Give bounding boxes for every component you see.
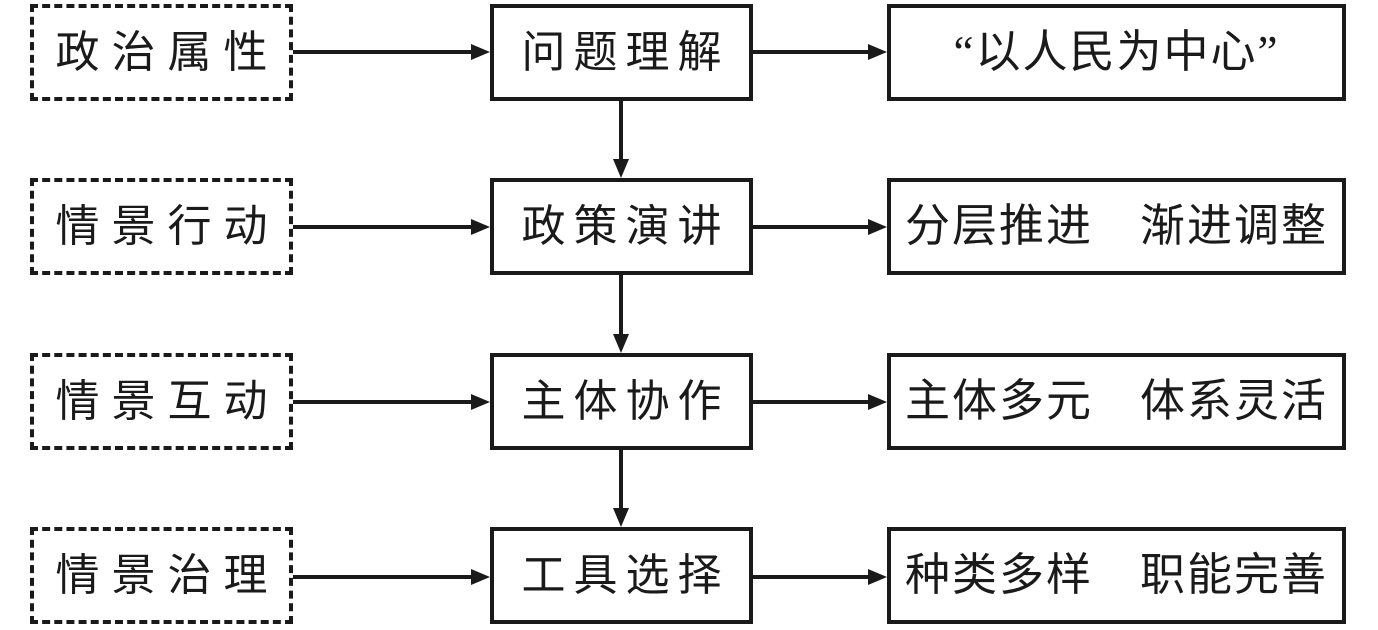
process-label-row2: 政策演讲: [521, 201, 730, 251]
dashed-input-box-row2: 情景行动: [30, 178, 293, 275]
dashed-input-label-row1: 政治属性: [55, 27, 280, 77]
arrow-middle-to-right-row1: [753, 44, 887, 60]
process-label-row1: 问题理解: [521, 27, 730, 77]
dashed-input-box-row3: 情景互动: [30, 353, 293, 450]
arrow-left-to-middle-row2: [293, 219, 490, 235]
arrow-left-to-middle-row1: [293, 44, 490, 60]
outcome-label-row4: 种类多样 职能完善: [904, 550, 1328, 600]
arrow-left-to-middle-row3: [293, 394, 490, 410]
outcome-box-row2: 分层推进 渐进调整: [887, 178, 1346, 275]
dashed-input-label-row2: 情景行动: [55, 201, 280, 251]
dashed-input-label-row3: 情景互动: [55, 376, 280, 426]
outcome-label-row1: “以人民为中心”: [953, 27, 1280, 77]
arrow-middle-to-right-row2: [753, 219, 887, 235]
process-label-row3: 主体协作: [521, 376, 730, 426]
process-label-row4: 工具选择: [521, 550, 730, 600]
arrow-down-middle-1to2: [613, 101, 629, 178]
dashed-input-box-row4: 情景治理: [30, 527, 293, 624]
process-box-row3: 主体协作: [490, 353, 753, 450]
arrow-middle-to-right-row4: [753, 569, 887, 585]
arrow-down-middle-3to4: [613, 450, 629, 527]
outcome-box-row1: “以人民为中心”: [887, 4, 1346, 101]
dashed-input-label-row4: 情景治理: [55, 550, 280, 600]
arrow-left-to-middle-row4: [293, 569, 490, 585]
arrow-middle-to-right-row3: [753, 394, 887, 410]
process-box-row4: 工具选择: [490, 527, 753, 624]
outcome-box-row3: 主体多元 体系灵活: [887, 353, 1346, 450]
outcome-box-row4: 种类多样 职能完善: [887, 527, 1346, 624]
outcome-label-row3: 主体多元 体系灵活: [904, 376, 1328, 426]
dashed-input-box-row1: 政治属性: [30, 4, 293, 101]
process-box-row1: 问题理解: [490, 4, 753, 101]
outcome-label-row2: 分层推进 渐进调整: [904, 201, 1328, 251]
arrow-down-middle-2to3: [613, 275, 629, 353]
process-box-row2: 政策演讲: [490, 178, 753, 275]
